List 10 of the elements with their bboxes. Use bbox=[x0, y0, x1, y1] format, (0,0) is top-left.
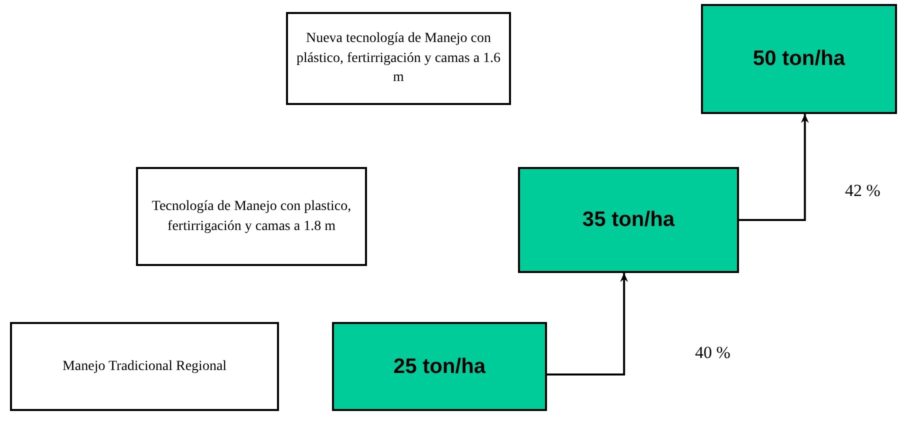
yield-box: 35 ton/ha bbox=[518, 167, 739, 273]
yield-box: 25 ton/ha bbox=[332, 322, 547, 411]
percentage-label: 42 % bbox=[845, 180, 880, 202]
practice-box: Manejo Tradicional Regional bbox=[10, 322, 279, 411]
percentage-label: 40 % bbox=[695, 342, 730, 364]
yield-box: 50 ton/ha bbox=[701, 4, 897, 114]
practice-box: Nueva tecnología de Manejo con plástico, fertirrigación y camas a 1.6 m bbox=[286, 12, 511, 105]
arrow bbox=[547, 273, 628, 376]
practice-box: Tecnología de Manejo con plastico, fertirrigación y camas a 1.8 m bbox=[136, 167, 367, 266]
arrow bbox=[739, 114, 809, 221]
